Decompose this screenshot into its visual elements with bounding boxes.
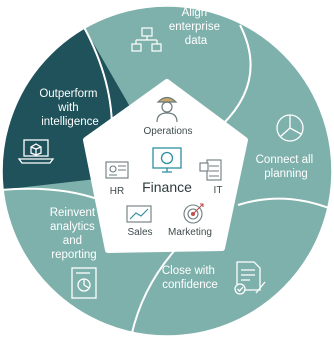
wheel-outline — [1, 5, 333, 337]
segment-outperform-label: Outperform with intelligence — [39, 88, 100, 128]
segment-reinvent-label: Reinvent analytics and reporting — [50, 207, 99, 261]
target-icon — [183, 203, 204, 224]
line-chart-icon — [126, 205, 152, 223]
center-pentagon — [83, 79, 248, 253]
sales-label: Sales — [127, 227, 152, 238]
segment-connect-label: Connect all planning — [256, 154, 317, 180]
marketing-label: Marketing — [168, 227, 212, 238]
it-label: IT — [214, 185, 223, 196]
hr-label: HR — [110, 186, 124, 197]
pie-chart-icon — [276, 114, 304, 142]
segment-align-label: Align enterprise data — [169, 7, 223, 47]
document-check-icon — [234, 261, 266, 295]
report-chart-icon — [71, 267, 97, 299]
monitor-dollar-icon — [152, 147, 182, 173]
operations-label: Operations — [144, 126, 193, 137]
segment-close-label: Close with confidence — [162, 265, 218, 291]
server-icon — [199, 159, 222, 181]
laptop-cube-icon — [17, 139, 55, 164]
finance-title: Finance — [142, 179, 192, 195]
worker-icon — [156, 96, 178, 123]
id-card-icon — [105, 161, 129, 179]
hierarchy-icon — [131, 27, 162, 52]
